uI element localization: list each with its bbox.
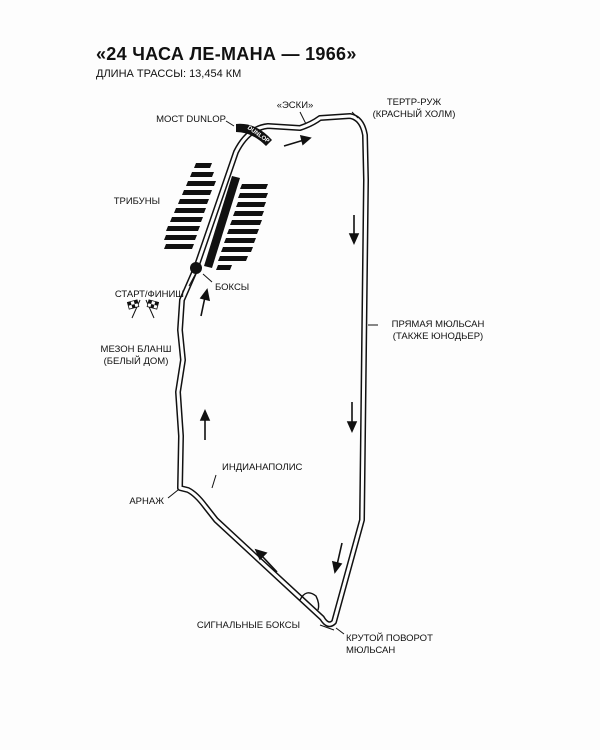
direction-arrow-icon [283, 134, 312, 147]
label-maison-blanche-line2: (БЕЛЫЙ ДОМ) [103, 356, 169, 367]
page-title: «24 ЧАСА ЛЕ-МАНА — 1966» [96, 44, 357, 64]
label-mulsanne-straight-line2: (ТАКЖЕ ЮНОДЬЕР) [392, 331, 484, 342]
label-mulsanne-corner-line1: КРУТОЙ ПОВОРОТ [346, 633, 433, 644]
direction-arrow-icon [331, 542, 343, 574]
grandstands-right [216, 184, 268, 270]
track-length: ДЛИНА ТРАССЫ: 13,454 КМ [96, 68, 242, 80]
circuit-track [175, 113, 369, 628]
label-arnage: АРНАЖ [129, 496, 164, 507]
direction-arrow-icon [254, 548, 278, 573]
label-pits: БОКСЫ [215, 282, 250, 293]
label-signal-pits: СИГНАЛЬНЫЕ БОКСЫ [196, 620, 300, 631]
direction-arrow-icon [348, 215, 360, 245]
direction-arrow-icon [199, 288, 211, 317]
label-mulsanne-corner-line2: МЮЛЬСАН [346, 645, 396, 656]
label-tertre-rouge-line2: (КРАСНЫЙ ХОЛМ) [372, 109, 456, 120]
label-start-finish: СТАРТ/ФИНИШ [114, 289, 184, 300]
direction-arrows [199, 134, 360, 574]
grandstands-left [164, 163, 216, 249]
start-finish-dot-icon [190, 262, 202, 274]
pits-building [204, 176, 240, 268]
label-mulsanne-corner: КРУТОЙ ПОВОРОТ МЮЛЬСАН [346, 633, 433, 657]
label-maison-blanche-line1: МЕЗОН БЛАНШ [100, 344, 172, 355]
label-maison-blanche: МЕЗОН БЛАНШ (БЕЛЫЙ ДОМ) [96, 344, 176, 368]
label-tertre-rouge-line1: ТЕРТР-РУЖ [386, 97, 442, 108]
label-esses: «ЭСКИ» [276, 100, 314, 111]
direction-arrow-icon [199, 409, 211, 440]
leader-lines [167, 111, 378, 635]
signal-pits-marker [299, 592, 320, 611]
label-mulsanne-straight: ПРЯМАЯ МЮЛЬСАН (ТАКЖЕ ЮНОДЬЕР) [376, 319, 500, 343]
label-indianapolis: ИНДИАНАПОЛИС [222, 462, 303, 473]
checkered-flags-icon [126, 299, 160, 319]
label-mulsanne-straight-line1: ПРЯМАЯ МЮЛЬСАН [391, 319, 485, 330]
label-grandstands: ТРИБУНЫ [113, 196, 160, 207]
direction-arrow-icon [346, 402, 358, 433]
label-tertre-rouge: ТЕРТР-РУЖ (КРАСНЫЙ ХОЛМ) [366, 97, 462, 121]
label-dunlop-bridge: МОСТ DUNLOP [156, 114, 226, 125]
